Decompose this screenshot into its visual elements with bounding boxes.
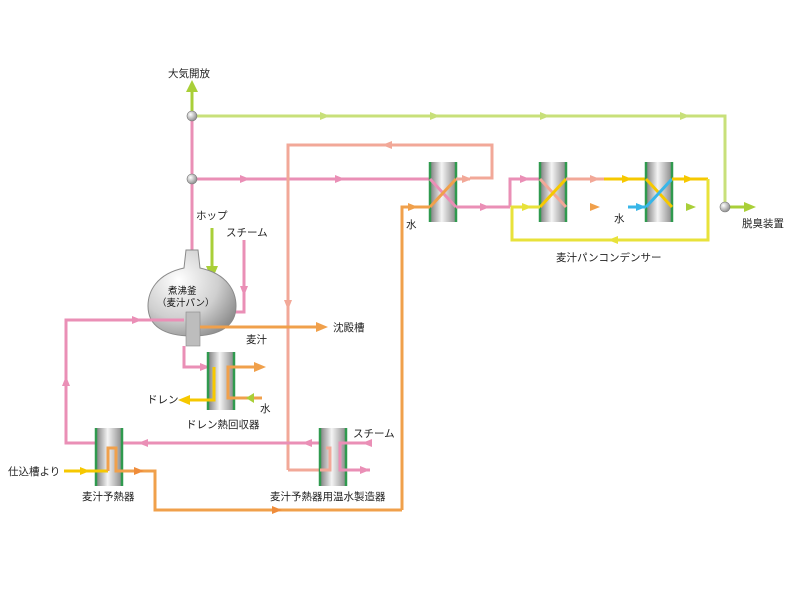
settling-tank-label: 沈殿槽 — [333, 321, 365, 334]
wort-to-settling-tank — [200, 322, 328, 332]
steam-to-kettle — [232, 240, 248, 314]
junction-node — [719, 201, 731, 213]
wort-preheater-label: 麦汁予熱器 — [82, 490, 135, 503]
junction-node — [186, 173, 198, 185]
junction-node — [186, 110, 198, 122]
from-charging-tank-label: 仕込槽より — [8, 465, 60, 478]
condenser-2 — [508, 162, 646, 222]
deodorizer-label: 脱臭装置 — [742, 217, 784, 230]
hops-label: ホップ — [196, 210, 228, 222]
water-drain-label: 水 — [260, 403, 271, 415]
brew-kettle — [147, 249, 237, 347]
steam-bottom-label: スチーム — [353, 428, 395, 440]
hot-water-maker-label: 麦汁予熱器用温水製造器 — [270, 490, 386, 503]
condenser-3 — [604, 162, 725, 222]
steam-top-label: スチーム — [226, 227, 268, 239]
vent-line — [186, 80, 727, 250]
kettle-label-1: 煮沸釜 — [168, 285, 197, 297]
deodorizer-outlet — [719, 201, 756, 213]
wort-label: 麦汁 — [246, 333, 267, 346]
condenser-return-loop — [510, 179, 710, 244]
atmosphere-release-label: 大気開放 — [168, 67, 210, 80]
wort-pan-condenser-label: 麦汁パンコンデンサー — [556, 251, 662, 264]
drain-recovery-label: ドレン熱回収器 — [186, 418, 260, 431]
kettle-label-2: （麦汁パン） — [157, 297, 214, 309]
condenser-1 — [400, 162, 510, 510]
drain-heat-recovery-exchanger — [178, 346, 266, 410]
water-cond1-label: 水 — [406, 219, 417, 231]
drain-label: ドレン — [147, 394, 179, 406]
hot-water-loop — [284, 141, 494, 472]
water-cond3-label: 水 — [614, 213, 625, 225]
wort-preheater — [64, 428, 402, 514]
pink-return-loop — [62, 316, 320, 447]
hot-water-maker — [318, 428, 372, 486]
